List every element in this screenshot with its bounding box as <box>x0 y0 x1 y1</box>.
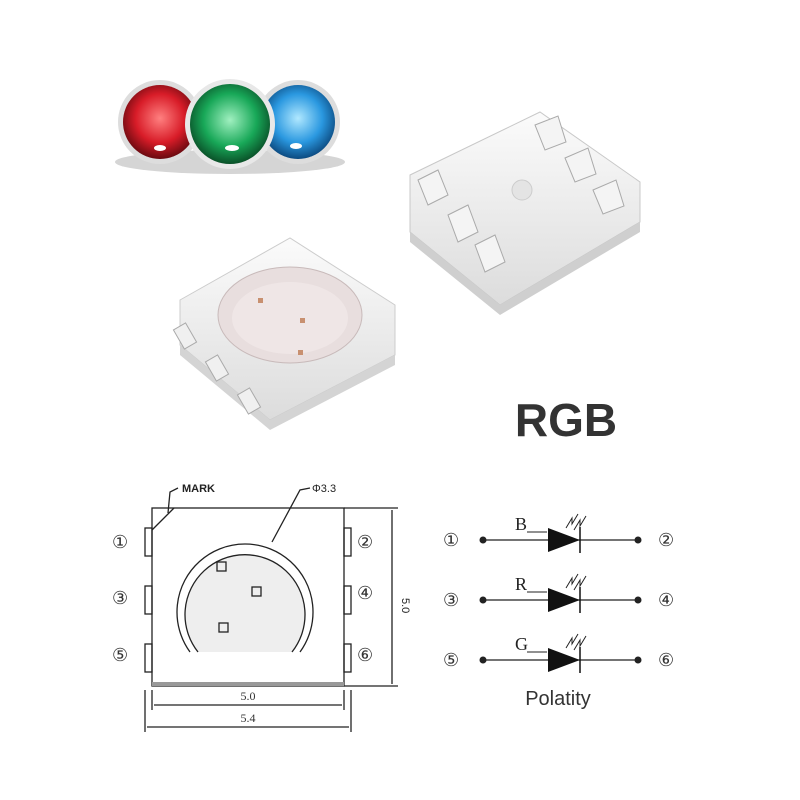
diode-color-label: R <box>515 574 527 594</box>
polarity-caption: Polatity <box>525 688 591 710</box>
pin-5-label: ⑤ <box>112 645 128 665</box>
circuit-row-B: B ① ② <box>443 513 674 553</box>
circuit-row-R: R ③ ④ <box>443 573 674 613</box>
height-dimension: 5.0 <box>399 598 411 613</box>
pin-4-label: ④ <box>357 583 373 603</box>
circuit-pin-left: ⑤ <box>443 650 459 670</box>
polarity-circuit: B ① ② R ③ ④ G ⑤ ⑥ <box>443 513 674 673</box>
rgb-led-photo <box>115 79 345 174</box>
diameter-label: Φ3.3 <box>312 483 336 495</box>
dimension-drawing <box>144 487 398 732</box>
width-dimension: 5.0 <box>241 689 256 703</box>
circuit-row-G: G ⑤ ⑥ <box>443 633 674 673</box>
led-package-bottom-view <box>409 111 641 315</box>
circuit-pin-left: ③ <box>443 590 459 610</box>
circuit-pin-right: ⑥ <box>658 650 674 670</box>
circuit-pin-left: ① <box>443 530 459 550</box>
heading-rgb: RGB <box>515 394 617 446</box>
pads <box>144 527 352 673</box>
pin-6-label: ⑥ <box>357 645 373 665</box>
diode-color-label: G <box>515 634 528 654</box>
pin-3-label: ③ <box>112 588 128 608</box>
diode-color-label: B <box>515 514 527 534</box>
outer-width-dimension: 5.4 <box>241 711 256 725</box>
pin-1-label: ① <box>112 532 128 552</box>
mark-label: MARK <box>182 483 215 495</box>
circuit-pin-right: ② <box>658 530 674 550</box>
pin-2-label: ② <box>357 532 373 552</box>
circuit-pin-right: ④ <box>658 590 674 610</box>
led-package-top-view <box>172 237 396 430</box>
